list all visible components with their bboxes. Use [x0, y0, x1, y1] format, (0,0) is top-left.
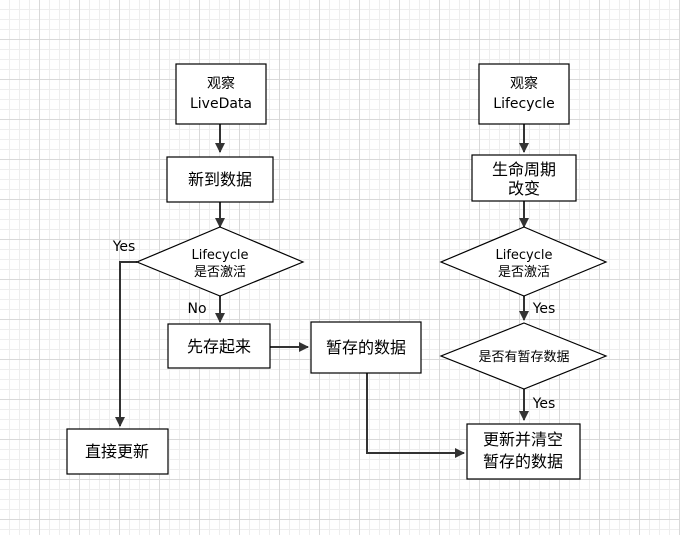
- temp-check-label: 是否有暂存数据: [478, 350, 569, 365]
- decision-left-line2: 是否激活: [194, 265, 246, 280]
- observe-livedata-line1: 观察: [207, 75, 235, 92]
- observe-lifecycle-line2: Lifecycle: [493, 96, 554, 112]
- yes-label-left: Yes: [112, 239, 136, 255]
- direct-update-label: 直接更新: [85, 442, 149, 461]
- lifecycle-active-decision-left: [135, 226, 305, 297]
- decision-right-line2: 是否激活: [498, 265, 550, 280]
- update-and-clear-box: [466, 423, 581, 480]
- update-clear-line2: 暂存的数据: [483, 452, 563, 471]
- store-first-box: [167, 323, 271, 369]
- lifecycle-change-box: [471, 154, 577, 202]
- lifecycle-change-line1: 生命周期: [492, 160, 556, 179]
- store-first-label: 先存起来: [187, 337, 251, 356]
- observe-lifecycle-box: [478, 63, 570, 125]
- temp-data-box: [310, 321, 422, 374]
- new-data-label: 新到数据: [188, 170, 252, 189]
- arrow-tempdata-to-updateclear: [366, 373, 465, 458]
- observe-livedata-line2: LiveData: [190, 96, 252, 112]
- temp-data-label: 暂存的数据: [326, 338, 406, 357]
- direct-update-box: [66, 428, 169, 475]
- no-label-left: No: [187, 301, 206, 317]
- observe-livedata-box: [175, 63, 267, 125]
- observe-lifecycle-line1: 观察: [510, 75, 538, 92]
- decision-left-line1: Lifecycle: [191, 248, 248, 263]
- lifecycle-active-decision-right: [439, 226, 608, 297]
- update-clear-line1: 更新并清空: [483, 430, 563, 449]
- yes-label-right-1: Yes: [532, 301, 556, 317]
- new-data-box: [166, 156, 274, 203]
- decision-right-line1: Lifecycle: [495, 248, 552, 263]
- temp-data-check-decision: [439, 322, 608, 390]
- lifecycle-change-line2: 改变: [508, 179, 540, 198]
- arrow-decision-yes-to-update: [115, 261, 137, 427]
- yes-label-right-2: Yes: [532, 396, 556, 412]
